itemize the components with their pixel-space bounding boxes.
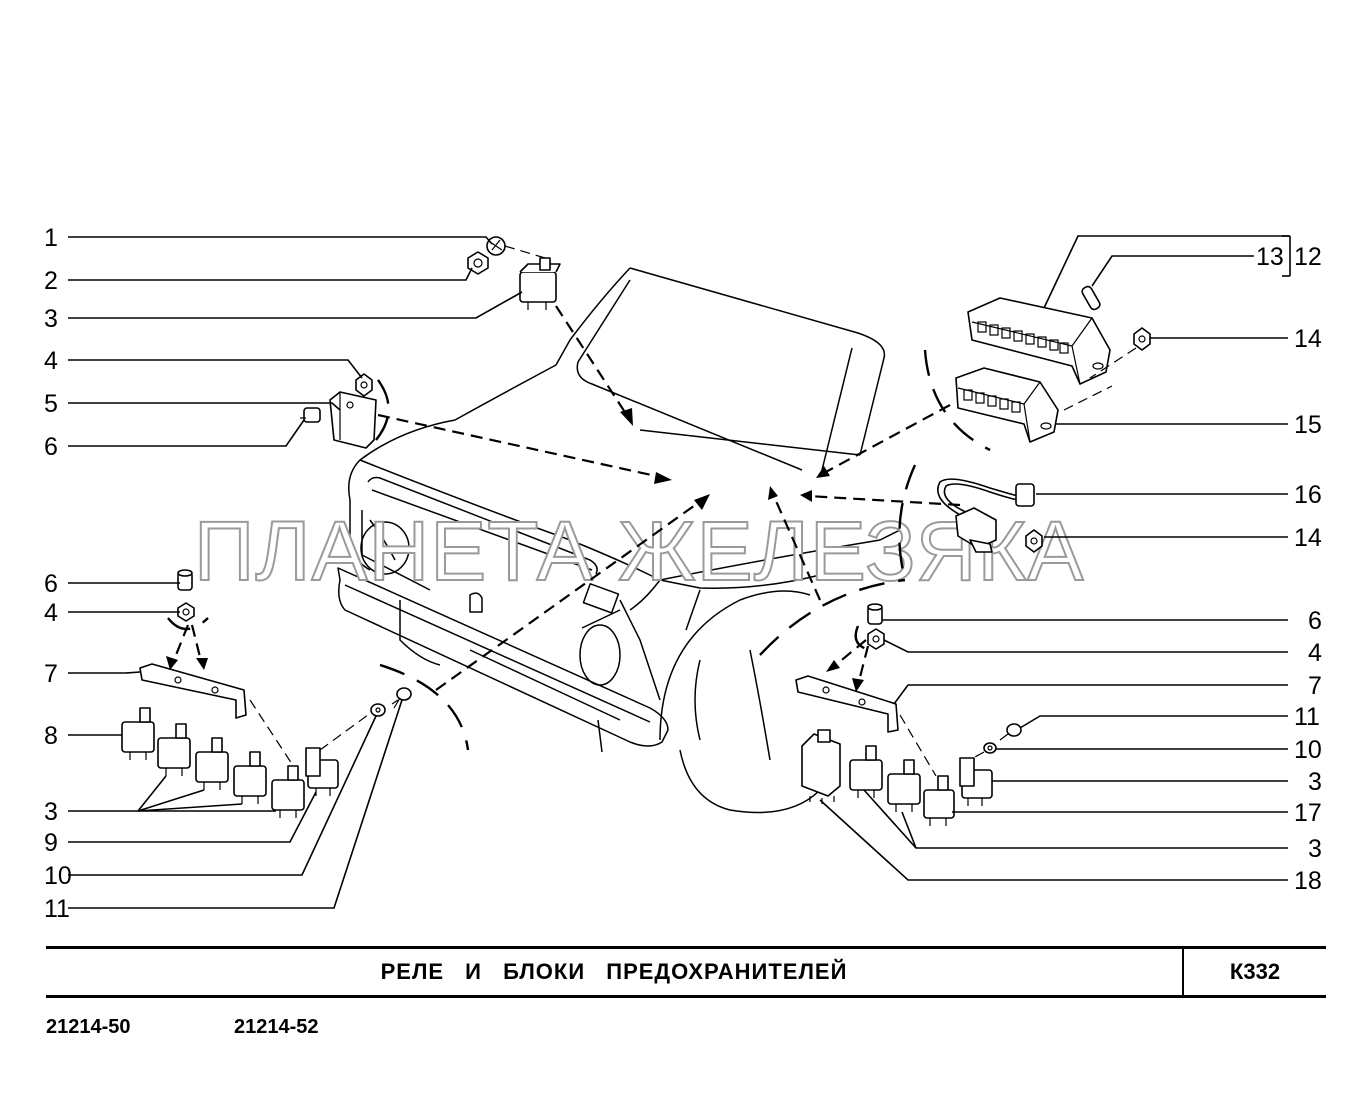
fuse-block-part-lower [955, 367, 1113, 443]
screw-part [300, 407, 321, 423]
control-unit-part [329, 391, 377, 449]
callout-6: 6 [44, 433, 58, 461]
diagram-code: К332 [1229, 959, 1281, 984]
nut-part [467, 251, 489, 275]
callout-3: 3 [44, 305, 58, 333]
callout-3b: 3 [44, 798, 58, 826]
nut-part-right-mid [1025, 529, 1043, 553]
callout-13: 13 [1256, 243, 1284, 271]
nut-part-right-low [867, 628, 885, 650]
callout-6b: 6 [44, 570, 58, 598]
callout-3r2: 3 [1308, 835, 1322, 863]
washer-part-left [370, 703, 386, 717]
callout-16: 16 [1294, 481, 1322, 509]
lock-washer-part [486, 236, 506, 256]
model-code-1: 21214-50 [46, 1016, 131, 1038]
bracket-part-left [139, 663, 293, 765]
callout-1: 1 [44, 224, 58, 252]
callout-9: 9 [44, 829, 58, 857]
callout-4r: 4 [1308, 639, 1322, 667]
left-callouts: 1 2 3 4 5 6 6 4 7 8 3 9 10 11 [44, 224, 72, 923]
fuse-part [1081, 285, 1101, 311]
callout-8: 8 [44, 722, 58, 750]
car-outline [337, 267, 901, 814]
relay-group-left [121, 707, 373, 818]
callout-7: 7 [44, 660, 58, 688]
relay-part-top [504, 245, 561, 310]
bolt-part-left [177, 569, 193, 591]
callout-14b: 14 [1294, 524, 1322, 552]
callout-2: 2 [44, 267, 58, 295]
screw-part-right [999, 723, 1022, 741]
callout-12: 12 [1294, 243, 1322, 271]
callout-6r: 6 [1308, 607, 1322, 635]
bolt-part-right [867, 603, 883, 625]
callout-10: 10 [44, 862, 72, 890]
model-code-2: 21214-52 [234, 1016, 319, 1038]
title-block: РЕЛЕ И БЛОКИ ПРЕДОХРАНИТЕЛЕЙ К332 [46, 946, 1326, 998]
fuse-block-part-upper [967, 297, 1111, 385]
callout-4: 4 [44, 347, 58, 375]
watermark-text: ПЛАНЕТА ЖЕЛЕЗЯКА [194, 504, 1084, 598]
screw-part-left [391, 687, 412, 709]
sensor-part-with-cable [937, 478, 1035, 553]
leader-lines [68, 235, 1291, 909]
callout-5: 5 [44, 390, 58, 418]
callout-7r: 7 [1308, 672, 1322, 700]
nut-part-lower-left [177, 602, 195, 622]
nut-part-small [355, 373, 373, 397]
bracket-part-right [795, 675, 937, 777]
title-divider [1182, 949, 1184, 995]
hidden-location-arcs [167, 349, 991, 751]
callout-10r: 10 [1294, 736, 1322, 764]
callout-18: 18 [1294, 867, 1322, 895]
relay-group-right [801, 729, 993, 826]
callout-3r: 3 [1308, 768, 1322, 796]
callout-17: 17 [1294, 799, 1322, 827]
callout-15: 15 [1294, 411, 1322, 439]
assembly-arrows [166, 305, 961, 692]
callout-11r: 11 [1294, 703, 1320, 731]
nut-part-right-top [1089, 327, 1151, 379]
diagram-title: РЕЛЕ И БЛОКИ ПРЕДОХРАНИТЕЛЕЙ [380, 959, 848, 984]
callout-4b: 4 [44, 599, 58, 627]
callout-14: 14 [1294, 325, 1322, 353]
callout-11: 11 [44, 895, 70, 923]
right-callouts: 13 12 14 15 16 14 6 4 7 11 10 3 17 3 18 [1256, 243, 1322, 895]
